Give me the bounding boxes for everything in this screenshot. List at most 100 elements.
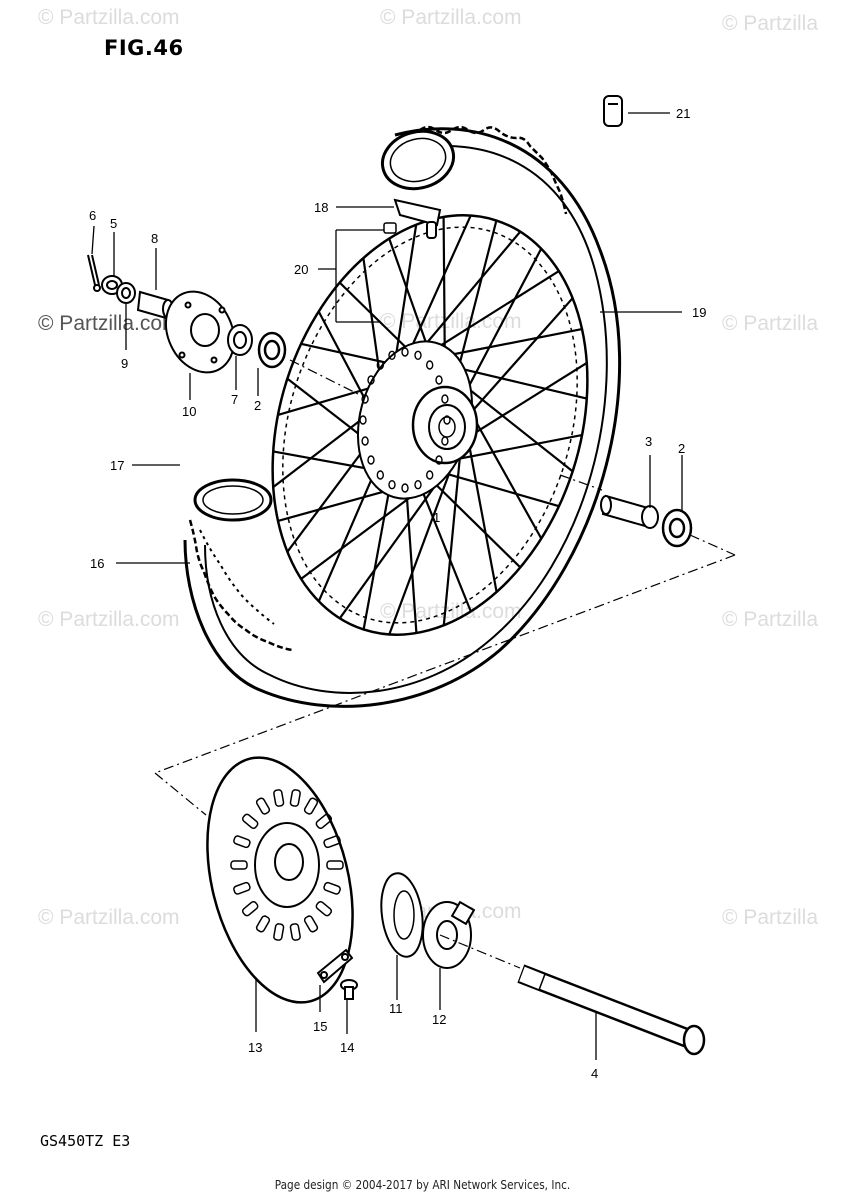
hub-hole bbox=[376, 470, 384, 480]
disc-slot bbox=[289, 789, 301, 807]
watermark: © Partzilla.com bbox=[380, 6, 522, 29]
disc-slot bbox=[315, 900, 333, 917]
hub-hole bbox=[401, 483, 409, 493]
dust-seal bbox=[227, 324, 253, 356]
assembly-centerlines bbox=[154, 359, 736, 969]
callout-10: 10 bbox=[182, 404, 196, 419]
hub-hole bbox=[441, 394, 449, 404]
callout-1: 1 bbox=[433, 510, 440, 525]
tire bbox=[183, 125, 622, 708]
disc-slot bbox=[323, 881, 341, 895]
wheel-bearing bbox=[661, 508, 693, 548]
callout-13: 13 bbox=[248, 1040, 262, 1055]
hub bbox=[356, 340, 479, 500]
hub-hole bbox=[426, 360, 434, 370]
lock-washer bbox=[316, 948, 354, 984]
disc-slot bbox=[233, 835, 251, 849]
callout-2: 2 bbox=[254, 398, 261, 413]
hub-hole bbox=[388, 350, 396, 360]
spoke bbox=[442, 471, 560, 508]
hub-hole bbox=[361, 436, 369, 446]
watermark: © Partzilla bbox=[722, 906, 818, 929]
hub-hole bbox=[359, 415, 367, 425]
page-footer: Page design © 2004-2017 by ARI Network S… bbox=[274, 1177, 571, 1192]
hub-hole bbox=[376, 360, 384, 370]
callout-16: 16 bbox=[90, 556, 104, 571]
hub-hole bbox=[426, 470, 434, 480]
brake-disc bbox=[206, 756, 354, 1004]
model-code: GS450TZ E3 bbox=[40, 1132, 131, 1150]
front-axle bbox=[517, 964, 706, 1056]
callout-9: 9 bbox=[121, 356, 128, 371]
disc-slot bbox=[303, 797, 319, 815]
spoke bbox=[429, 478, 522, 569]
hub-hole bbox=[435, 375, 443, 385]
cotter-pin bbox=[87, 254, 101, 292]
callout-21: 21 bbox=[676, 106, 690, 121]
disc-slot bbox=[255, 915, 271, 933]
disc-slot bbox=[241, 813, 259, 830]
spoke bbox=[453, 220, 498, 383]
tube-end bbox=[193, 478, 273, 522]
watermark: © Partzilla.com bbox=[38, 906, 180, 929]
leader-lines bbox=[91, 112, 683, 1060]
disc-slot bbox=[233, 881, 251, 895]
wheel-bearing bbox=[257, 331, 287, 369]
valve-cap bbox=[603, 95, 623, 127]
callout-7: 7 bbox=[231, 392, 238, 407]
watermark: © Partzilla.com bbox=[38, 608, 180, 631]
disc-slot bbox=[241, 900, 259, 917]
disc-slot bbox=[289, 923, 301, 941]
callout-15: 15 bbox=[313, 1019, 327, 1034]
washer bbox=[116, 282, 136, 304]
callouts: 6 5 8 9 10 7 2 17 16 18 20 19 21 1 3 2 1… bbox=[89, 106, 706, 1081]
callout-8: 8 bbox=[151, 231, 158, 246]
callout-6: 6 bbox=[89, 208, 96, 223]
speedometer-gearbox bbox=[422, 900, 476, 969]
callout-20: 20 bbox=[294, 262, 308, 277]
disc-slot bbox=[315, 813, 333, 830]
callout-19: 19 bbox=[692, 305, 706, 320]
spoke bbox=[460, 248, 543, 402]
tire-valve bbox=[393, 198, 442, 239]
spoke bbox=[416, 478, 472, 612]
hub-hole bbox=[367, 375, 375, 385]
hub-hole bbox=[443, 415, 451, 425]
watermark: © Partzilla bbox=[722, 12, 818, 35]
hub-hole bbox=[414, 480, 422, 490]
watermark: © Partzilla bbox=[722, 312, 818, 335]
disc-slot bbox=[323, 835, 341, 849]
watermark: © Partzilla bbox=[722, 608, 818, 631]
disc-slot bbox=[255, 797, 271, 815]
spoke bbox=[388, 448, 460, 635]
hub-hole bbox=[361, 394, 369, 404]
nut bbox=[383, 222, 397, 234]
callout-5: 5 bbox=[110, 216, 117, 231]
hub-spoke-holes bbox=[359, 347, 451, 493]
spoke bbox=[459, 361, 588, 444]
disc-slot bbox=[326, 860, 344, 870]
disc-slot bbox=[303, 915, 319, 933]
callout-11: 11 bbox=[389, 1001, 403, 1016]
spoke bbox=[462, 297, 574, 423]
callout-17: 17 bbox=[110, 458, 124, 473]
bearing-spacer bbox=[600, 494, 659, 529]
watermark: © Partzilla.com bbox=[38, 312, 180, 335]
hub-hole bbox=[367, 455, 375, 465]
speedometer-retainer bbox=[380, 872, 424, 958]
hub-hole bbox=[435, 455, 443, 465]
hub-hole bbox=[401, 347, 409, 357]
spoke bbox=[453, 434, 583, 461]
disc-bolt bbox=[340, 979, 358, 1000]
spoke bbox=[442, 428, 464, 626]
callout-3: 3 bbox=[645, 434, 652, 449]
disc-slot bbox=[273, 923, 285, 941]
disc-slot bbox=[230, 860, 248, 870]
callout-12: 12 bbox=[432, 1012, 446, 1027]
hub-hole bbox=[414, 350, 422, 360]
watermark: © Partzilla.com bbox=[38, 6, 180, 29]
figure-title: FIG.46 bbox=[104, 36, 184, 60]
gear-retainer-plate bbox=[164, 290, 236, 374]
callout-14: 14 bbox=[340, 1040, 354, 1055]
